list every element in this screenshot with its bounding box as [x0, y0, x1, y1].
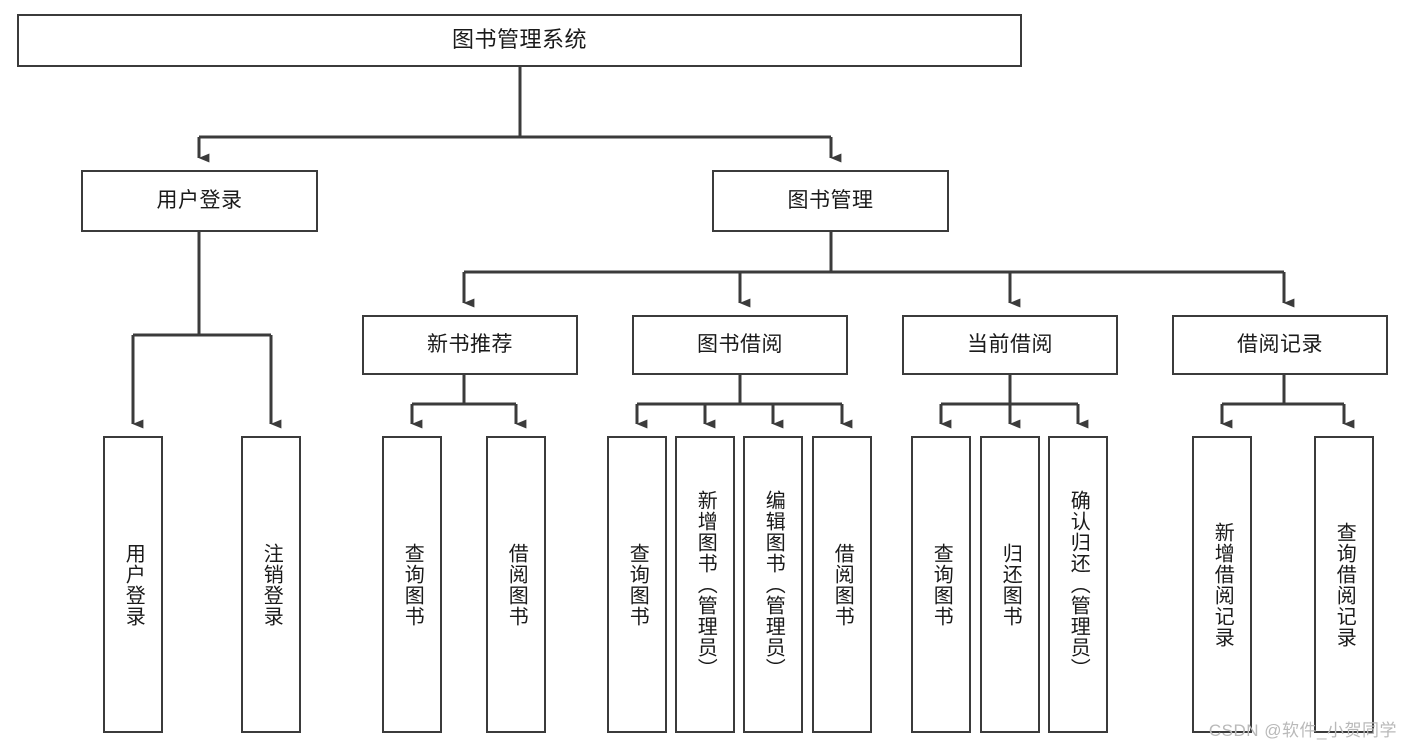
node-book-management[interactable]: 图书管理	[712, 170, 949, 232]
node-label: 查询图书	[930, 542, 953, 627]
node-label: 查询借阅记录	[1333, 521, 1356, 648]
leaf-br-query-record[interactable]: 查询借阅记录	[1314, 436, 1374, 733]
node-borrow-record[interactable]: 借阅记录	[1172, 315, 1388, 375]
node-label: 图书管理系统	[451, 27, 587, 53]
node-book-borrow[interactable]: 图书借阅	[632, 315, 848, 375]
leaf-br-add-record[interactable]: 新增借阅记录	[1192, 436, 1252, 733]
node-label: 图书借阅	[697, 333, 783, 357]
node-label: 新书推荐	[427, 333, 513, 357]
node-label: 归还图书	[999, 542, 1022, 627]
node-new-book-recommend[interactable]: 新书推荐	[362, 315, 578, 375]
node-label: 当前借阅	[967, 333, 1053, 357]
leaf-bb-query-book[interactable]: 查询图书	[607, 436, 667, 733]
node-label: 注销登录	[260, 542, 283, 627]
leaf-bb-edit-book-admin[interactable]: 编辑图书（管理员）	[743, 436, 803, 733]
node-current-borrow[interactable]: 当前借阅	[902, 315, 1118, 375]
node-label: 图书管理	[787, 189, 874, 213]
leaf-nb-query-book[interactable]: 查询图书	[382, 436, 442, 733]
leaf-user-login[interactable]: 用户登录	[103, 436, 163, 733]
leaf-bb-add-book-admin[interactable]: 新增图书（管理员）	[675, 436, 735, 733]
node-label: 借阅图书	[505, 542, 528, 627]
leaf-cb-query-book[interactable]: 查询图书	[911, 436, 971, 733]
leaf-bb-borrow-book[interactable]: 借阅图书	[812, 436, 872, 733]
leaf-nb-borrow-book[interactable]: 借阅图书	[486, 436, 546, 733]
node-user-login[interactable]: 用户登录	[81, 170, 318, 232]
leaf-logout[interactable]: 注销登录	[241, 436, 301, 733]
node-label: 查询图书	[626, 542, 649, 627]
node-root-book-management-system[interactable]: 图书管理系统	[17, 14, 1022, 67]
node-label: 新增借阅记录	[1211, 521, 1234, 648]
node-label: 用户登录	[156, 189, 243, 213]
node-label: 借阅记录	[1237, 333, 1323, 357]
leaf-cb-return-book[interactable]: 归还图书	[980, 436, 1040, 733]
node-label: 借阅图书	[831, 542, 854, 627]
node-label: 用户登录	[122, 542, 145, 627]
node-label: 编辑图书（管理员）	[762, 490, 785, 679]
leaf-cb-confirm-return-admin[interactable]: 确认归还（管理员）	[1048, 436, 1108, 733]
node-label: 新增图书（管理员）	[694, 490, 717, 679]
node-label: 查询图书	[401, 542, 424, 627]
node-label: 确认归还（管理员）	[1067, 490, 1090, 679]
